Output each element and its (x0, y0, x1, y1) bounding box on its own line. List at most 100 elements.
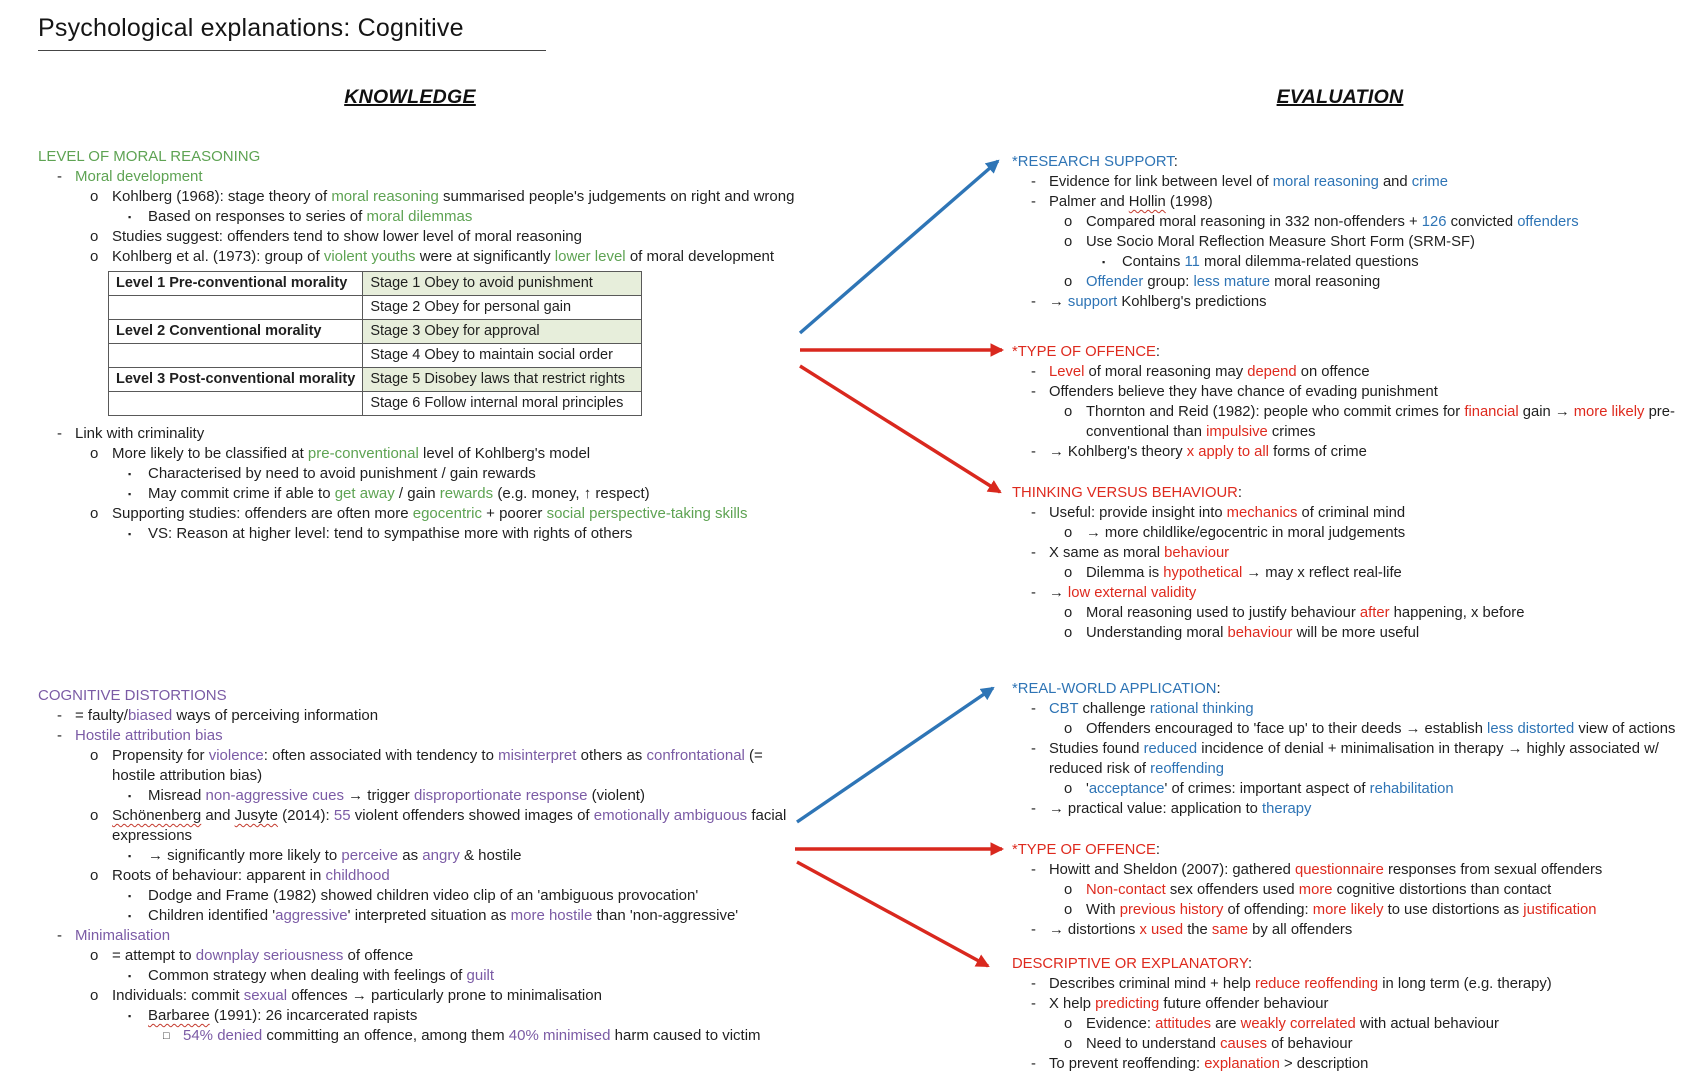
line-text: Contains 11 moral dilemma-related questi… (1122, 252, 1706, 272)
text-segment: level of Kohlberg's model (418, 445, 591, 462)
list-item: -Moral development (38, 167, 800, 187)
text-segment: x used (1139, 922, 1184, 938)
line-text: Based on responses to series of moral di… (148, 207, 800, 227)
line-text: = faulty/biased ways of perceiving infor… (75, 706, 800, 726)
bullet-marker: - (1031, 294, 1036, 310)
text-segment: Common strategy when dealing with feelin… (148, 967, 467, 984)
bullet-marker: o (1064, 721, 1073, 737)
line-text: Useful: provide insight into mechanics o… (1049, 503, 1706, 523)
list-item: -X same as moral behaviour (1012, 543, 1706, 563)
text-segment: are (1211, 1016, 1241, 1032)
text-segment: Children identified ' (148, 907, 276, 924)
list-item: o= attempt to downplay seriousness of of… (38, 946, 800, 966)
text-segment: acceptance (1088, 781, 1165, 797)
text-segment: More likely to be classified at (112, 445, 308, 462)
knowledge-column-header: KNOWLEDGE (344, 86, 476, 108)
line-text: Barbaree (1991): 26 incarcerated rapists (148, 1006, 800, 1026)
bullet-marker: - (1031, 1056, 1036, 1072)
table-cell-level: Level 1 Pre-conventional morality (107, 271, 364, 296)
text-segment: with actual behaviour (1355, 1016, 1499, 1032)
bullet-marker: o (90, 445, 99, 462)
table-cell-stage: Stage 6 Follow internal moral principles (362, 391, 643, 416)
text-segment: Understanding moral (1086, 625, 1228, 641)
text-segment: Jusyte (234, 807, 278, 824)
table-cell-stage: Stage 3 Obey for approval (362, 319, 643, 344)
text-segment: (violent) (587, 787, 645, 804)
text-segment: moral reasoning (1269, 274, 1381, 290)
text-segment: incidence of denial + minimalisation in … (1049, 741, 1659, 777)
text-segment: childhood (325, 867, 390, 884)
section-thinking-versus-behaviour: THINKING VERSUS BEHAVIOUR:-Useful: provi… (1012, 483, 1706, 643)
text-segment: To prevent reoffending: (1049, 1056, 1205, 1072)
text-segment: moral dilemmas (366, 208, 473, 225)
line-text: → distortions x used the same by all off… (1049, 920, 1706, 940)
text-segment: of moral reasoning may (1084, 364, 1248, 380)
text-segment: > description (1279, 1056, 1369, 1072)
text-segment: downplay seriousness (195, 947, 344, 964)
text-segment: ' (1086, 781, 1089, 797)
text-segment: as (398, 847, 423, 864)
text-segment: in long term (e.g. therapy) (1378, 976, 1552, 992)
text-segment: Roots of behaviour: apparent in (112, 867, 326, 884)
bullet-marker: ▪ (128, 971, 132, 981)
text-segment: 11 (1184, 254, 1200, 270)
bullet-marker: o (90, 188, 99, 205)
section-header: *TYPE OF OFFENCE: (1012, 840, 1706, 860)
text-segment: committing an offence, among them (262, 1027, 509, 1044)
bullet-marker: o (1064, 1036, 1073, 1052)
bullet-marker: o (1064, 1016, 1073, 1032)
bullet-marker: - (57, 727, 62, 744)
text-segment: Minimalisation (75, 927, 171, 944)
line-text: Dodge and Frame (1982) showed children v… (148, 886, 800, 906)
text-segment: = attempt to (112, 947, 196, 964)
bullet-marker: - (1031, 585, 1036, 601)
bullet-marker: ▪ (128, 891, 132, 901)
text-segment: perceive (341, 847, 399, 864)
text-segment: Kohlberg's predictions (1117, 294, 1267, 310)
line-text: Roots of behaviour: apparent in childhoo… (112, 866, 800, 886)
bullet-marker: ▪ (128, 529, 132, 539)
list-item: -Hostile attribution bias (38, 726, 800, 746)
bullet-marker: ▪ (128, 212, 132, 222)
text-segment: therapy (1262, 801, 1312, 817)
bullet-marker: - (1031, 174, 1036, 190)
text-segment: *REAL-WORLD APPLICATION (1012, 681, 1217, 697)
bullet-marker: o (1064, 902, 1073, 918)
blue-arrow (798, 159, 1000, 335)
line-text: Individuals: commit sexual offences → pa… (112, 986, 800, 1006)
table-cell-stage: Stage 4 Obey to maintain social order (362, 343, 643, 368)
list-item: -→ low external validity (1012, 583, 1706, 603)
text-segment: weakly correlated (1240, 1016, 1356, 1032)
bullet-marker: o (1064, 781, 1073, 797)
text-segment: Schönenberg (112, 807, 202, 824)
list-item: -CBT challenge rational thinking (1012, 699, 1706, 719)
section-header: LEVEL OF MORAL REASONING (38, 147, 800, 167)
line-text: 'acceptance' of crimes: important aspect… (1086, 779, 1706, 799)
list-item: ▪ Common strategy when dealing with feeli… (38, 966, 800, 986)
text-segment: of criminal mind (1297, 505, 1406, 521)
text-segment: : often associated with tendency to (263, 747, 499, 764)
table-cell-stage: Stage 2 Obey for personal gain (362, 295, 643, 320)
text-segment: of offending: (1223, 902, 1313, 918)
text-segment: Use Socio Moral Reflection Measure Short… (1086, 234, 1475, 250)
text-segment: Compared moral reasoning in 332 non-offe… (1086, 214, 1422, 230)
list-item: ▪Children identified 'aggressive' interp… (38, 906, 800, 926)
list-item: -X help predicting future offender behav… (1012, 994, 1706, 1014)
list-item: ▪ Based on responses to series of moral d… (38, 207, 800, 227)
text-segment: violent offenders showed images of (350, 807, 594, 824)
text-segment: + poorer (481, 505, 547, 522)
text-segment: and (201, 807, 235, 824)
text-segment: Propensity for (112, 747, 209, 764)
text-segment: → distortions (1049, 922, 1140, 938)
